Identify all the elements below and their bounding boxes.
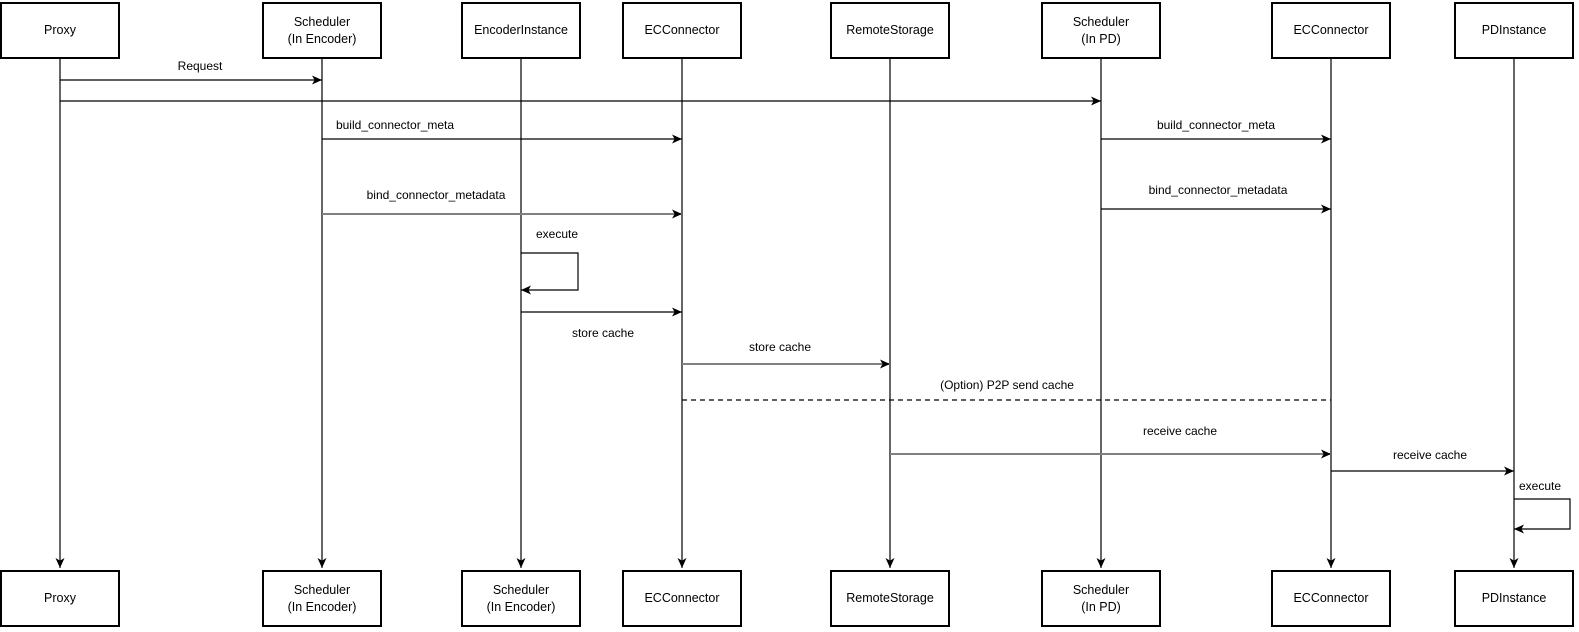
lifelines-group (55, 59, 1519, 568)
self-message-loop-1 (1514, 498, 1571, 534)
self-message-loop-0 (521, 252, 579, 295)
messages-group (60, 75, 1571, 534)
